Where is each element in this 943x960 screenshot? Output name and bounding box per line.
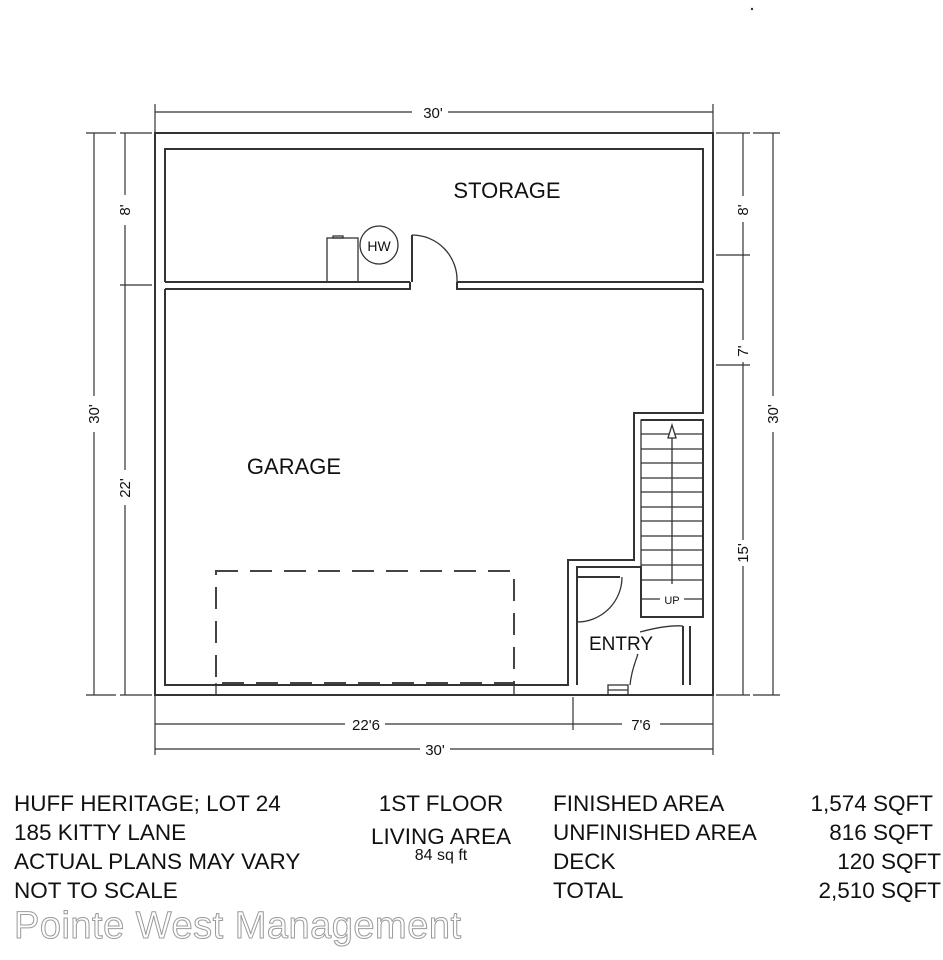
area-value: 816 SQFT xyxy=(829,820,933,845)
room-label-garage: GARAGE xyxy=(247,454,341,479)
area-row-unfinished: UNFINISHED AREA 816 SQFT xyxy=(553,818,941,847)
area-label: FINISHED AREA xyxy=(553,791,725,816)
entry-door-swing xyxy=(629,625,684,686)
dimension-top xyxy=(154,104,714,133)
area-value: 120 SQFT xyxy=(837,849,941,874)
legend-property-info: HUFF HERITAGE; LOT 24 185 KITTY LANE ACT… xyxy=(14,789,300,905)
area-label: UNFINISHED AREA xyxy=(553,820,757,845)
area-value: 2,510 SQFT xyxy=(818,878,941,903)
dim-left-storage: 8' xyxy=(117,204,134,215)
dim-left-garage: 22' xyxy=(117,478,134,498)
dimension-left xyxy=(86,132,152,696)
dim-right-stair: 15' xyxy=(735,543,752,563)
dim-top-overall: 30' xyxy=(423,105,443,122)
legend-area-totals: FINISHED AREA 1,574 SQFT UNFINISHED AREA… xyxy=(553,789,941,905)
legend-living-area-label: LIVING AREA xyxy=(370,824,512,849)
area-label: DECK xyxy=(553,849,616,874)
dimension-bottom xyxy=(154,695,714,755)
garage-car-outline xyxy=(215,570,515,684)
dim-right-storage: 8' xyxy=(735,204,752,215)
area-row-finished: FINISHED AREA 1,574 SQFT xyxy=(553,789,941,818)
stair-treads xyxy=(640,419,704,618)
dim-bottom-overall: 30' xyxy=(425,742,445,759)
garage-top-wall xyxy=(165,282,703,290)
dim-bottom-right-segment: 7'6 xyxy=(631,717,651,734)
dim-bottom-left-segment: 22'6 xyxy=(352,717,380,734)
legend-floor-name: 1ST FLOOR xyxy=(378,791,504,816)
area-label: TOTAL xyxy=(553,878,624,903)
legend-living-area-value: 84 sq ft xyxy=(414,847,468,864)
room-label-entry: ENTRY xyxy=(589,634,653,655)
storage-room-outline xyxy=(164,148,704,283)
closet-door-swing xyxy=(576,576,623,623)
legend-address: 185 KITTY LANE xyxy=(14,820,187,845)
area-row-total: TOTAL 2,510 SQFT xyxy=(553,876,941,905)
dim-right-overall: 30' xyxy=(765,404,782,424)
water-heater-label: HW xyxy=(367,238,391,254)
entry-wall-right xyxy=(682,626,691,685)
legend-subdivision-lot: HUFF HERITAGE; LOT 24 xyxy=(14,791,281,816)
legend-floor-info: 1ST FLOOR LIVING AREA 84 sq ft xyxy=(358,789,524,865)
area-value: 1,574 SQFT xyxy=(810,791,933,816)
room-label-storage: STORAGE xyxy=(453,178,560,203)
dim-left-overall: 30' xyxy=(86,404,103,424)
area-row-deck: DECK 120 SQFT xyxy=(553,847,941,876)
garage-room-outline xyxy=(164,289,704,686)
legend-disclaimer: ACTUAL PLANS MAY VARY xyxy=(14,849,301,874)
floor-plan-drawing: UP HW STORAGE GARAGE ENTRY 30' xyxy=(86,7,782,759)
dimension-right xyxy=(716,132,780,696)
furnace-unit xyxy=(326,237,359,283)
watermark-company: Pointe West Management xyxy=(14,905,462,948)
storage-door-swing xyxy=(411,234,458,283)
dim-right-middle: 7' xyxy=(735,345,752,356)
scan-speck xyxy=(750,7,754,11)
legend-scale-note: NOT TO SCALE xyxy=(14,878,178,903)
exterior-wall-outer xyxy=(154,132,714,696)
stairs-up-label: UP xyxy=(664,595,679,607)
water-heater-icon xyxy=(359,225,399,265)
